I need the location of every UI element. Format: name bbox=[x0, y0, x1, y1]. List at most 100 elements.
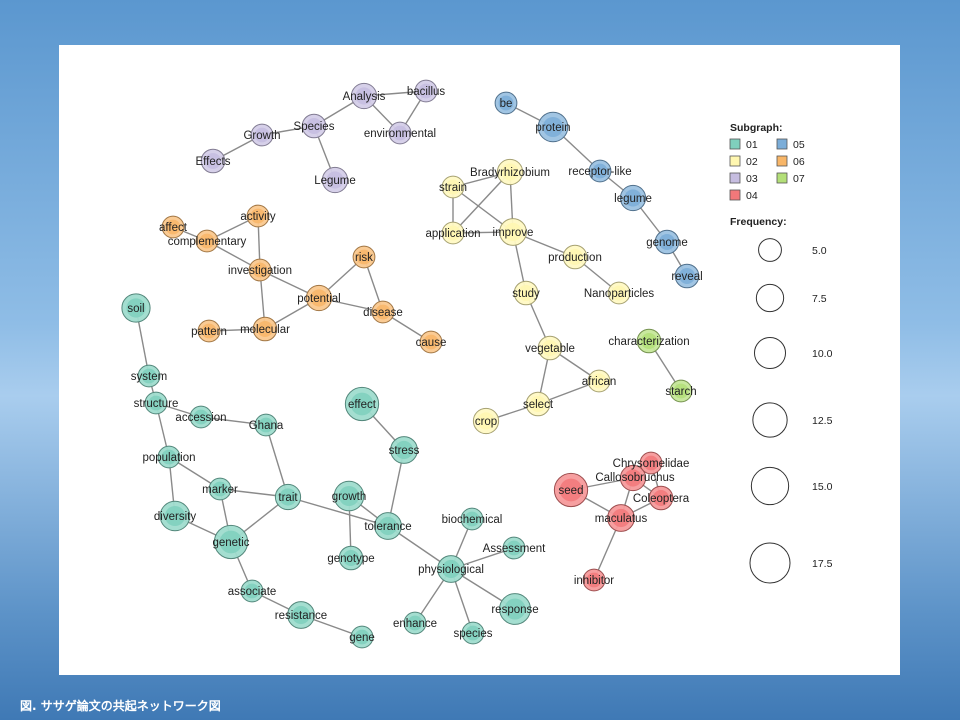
node-core bbox=[342, 549, 360, 567]
node-label: legume bbox=[614, 193, 652, 205]
node-tolerance[interactable]: tolerance bbox=[364, 512, 412, 540]
legend-frequency-label: 15.0 bbox=[812, 481, 833, 493]
node-characterization[interactable]: characterization bbox=[608, 328, 690, 354]
node-biochemical[interactable]: biochemical bbox=[442, 507, 503, 531]
node-maculatus[interactable]: maculatus bbox=[595, 504, 648, 532]
node-Growth[interactable]: Growth bbox=[243, 123, 281, 147]
node-complementary[interactable]: complementary bbox=[168, 229, 247, 253]
node-core bbox=[161, 449, 177, 465]
node-label: strain bbox=[439, 182, 467, 194]
node-crop[interactable]: crop bbox=[472, 407, 500, 435]
node-label: accession bbox=[175, 412, 226, 424]
node-accession[interactable]: accession bbox=[175, 405, 227, 429]
node-Coleoptera[interactable]: Coleoptera bbox=[633, 485, 690, 511]
node-label: growth bbox=[332, 491, 367, 503]
node-core bbox=[611, 285, 627, 301]
node-core bbox=[640, 332, 658, 350]
node-starch[interactable]: starch bbox=[665, 379, 697, 403]
node-disease[interactable]: disease bbox=[363, 300, 403, 324]
node-label: molecular bbox=[240, 324, 290, 336]
node-inhibitor[interactable]: inhibitor bbox=[574, 568, 614, 592]
node-effect[interactable]: effect bbox=[344, 386, 380, 422]
figure-caption: 図. ササゲ論文の共起ネットワーク図 bbox=[20, 699, 221, 713]
node-molecular[interactable]: molecular bbox=[240, 316, 290, 342]
node-seed[interactable]: seed bbox=[553, 472, 589, 508]
node-gene[interactable]: gene bbox=[349, 625, 375, 649]
node-risk[interactable]: risk bbox=[352, 245, 376, 269]
node-african[interactable]: african bbox=[582, 369, 617, 393]
node-core bbox=[542, 116, 564, 138]
node-affect[interactable]: affect bbox=[159, 215, 188, 239]
legend-frequency-title: Frequency: bbox=[730, 216, 787, 228]
node-Nanoparticles[interactable]: Nanoparticles bbox=[584, 281, 655, 305]
node-environmental[interactable]: environmental bbox=[364, 121, 436, 145]
node-improve[interactable]: improve bbox=[493, 218, 534, 246]
node-Analysis[interactable]: Analysis bbox=[343, 82, 386, 110]
node-pattern[interactable]: pattern bbox=[191, 319, 227, 343]
legend-frequency-12.5: 12.5 bbox=[752, 402, 833, 438]
node-cause[interactable]: cause bbox=[416, 330, 447, 354]
node-core bbox=[201, 323, 217, 339]
node-label: reveal bbox=[671, 271, 702, 283]
node-enhance[interactable]: enhance bbox=[393, 611, 437, 635]
node-study[interactable]: study bbox=[512, 280, 540, 306]
node-label: biochemical bbox=[442, 514, 503, 526]
node-potential[interactable]: potential bbox=[297, 284, 341, 312]
node-label: genotype bbox=[327, 553, 374, 565]
node-Assessment[interactable]: Assessment bbox=[483, 536, 546, 560]
node-genetic[interactable]: genetic bbox=[212, 524, 250, 560]
node-vegetable[interactable]: vegetable bbox=[525, 335, 575, 361]
node-be[interactable]: be bbox=[494, 91, 518, 115]
node-label: Growth bbox=[243, 130, 280, 142]
node-activity[interactable]: activity bbox=[240, 204, 276, 228]
node-Species[interactable]: Species bbox=[294, 113, 335, 139]
node-Legume[interactable]: Legume bbox=[314, 166, 356, 194]
node-label: receptor-like bbox=[568, 166, 631, 178]
legend-subgraph-label: 04 bbox=[746, 190, 758, 202]
node-response[interactable]: response bbox=[491, 593, 539, 625]
node-label: pattern bbox=[191, 326, 227, 338]
node-investigation[interactable]: investigation bbox=[228, 258, 292, 282]
legend-frequency-label: 12.5 bbox=[812, 415, 833, 427]
node-soil[interactable]: soil bbox=[121, 293, 151, 323]
node-trait[interactable]: trait bbox=[274, 483, 302, 511]
node-Callosobruchus[interactable]: Callosobruchus bbox=[595, 464, 675, 492]
legend-subgraph-01: 01 bbox=[729, 138, 758, 151]
node-label: Coleoptera bbox=[633, 493, 690, 505]
node-strain[interactable]: strain bbox=[439, 175, 467, 199]
node-core bbox=[354, 629, 370, 645]
node-Chrysomelidae[interactable]: Chrysomelidae bbox=[613, 451, 690, 475]
node-protein[interactable]: protein bbox=[535, 111, 571, 143]
node-Effects[interactable]: Effects bbox=[196, 148, 231, 174]
node-legume[interactable]: legume bbox=[614, 184, 652, 212]
node-Ghana[interactable]: Ghana bbox=[249, 413, 284, 437]
node-core bbox=[164, 505, 186, 527]
node-core bbox=[394, 440, 414, 460]
node-species1[interactable]: species bbox=[454, 621, 493, 645]
node-receptor-like[interactable]: receptor-like bbox=[568, 159, 632, 183]
node-system[interactable]: system bbox=[131, 364, 167, 388]
node-genotype[interactable]: genotype bbox=[327, 545, 375, 571]
node-application[interactable]: application bbox=[426, 221, 481, 245]
node-core bbox=[219, 530, 243, 554]
node-Bradyrhizobium[interactable]: Bradyrhizobium bbox=[470, 158, 550, 186]
node-core bbox=[204, 152, 222, 170]
node-stress[interactable]: stress bbox=[389, 436, 420, 464]
node-reveal[interactable]: reveal bbox=[671, 263, 703, 289]
node-associate[interactable]: associate bbox=[228, 579, 277, 603]
node-label: marker bbox=[202, 484, 238, 496]
node-structure[interactable]: structure bbox=[134, 391, 179, 415]
node-population[interactable]: population bbox=[142, 445, 196, 469]
node-physiological[interactable]: physiological bbox=[418, 555, 484, 583]
node-marker[interactable]: marker bbox=[202, 477, 238, 501]
node-diversity[interactable]: diversity bbox=[154, 500, 196, 532]
node-core bbox=[356, 249, 372, 265]
node-genome[interactable]: genome bbox=[646, 229, 688, 255]
node-bacillus[interactable]: bacillus bbox=[407, 79, 446, 103]
node-resistance[interactable]: resistance bbox=[275, 601, 327, 629]
node-label: investigation bbox=[228, 265, 292, 277]
node-select[interactable]: select bbox=[523, 391, 554, 417]
node-growth[interactable]: growth bbox=[332, 480, 367, 512]
node-production[interactable]: production bbox=[548, 244, 602, 270]
